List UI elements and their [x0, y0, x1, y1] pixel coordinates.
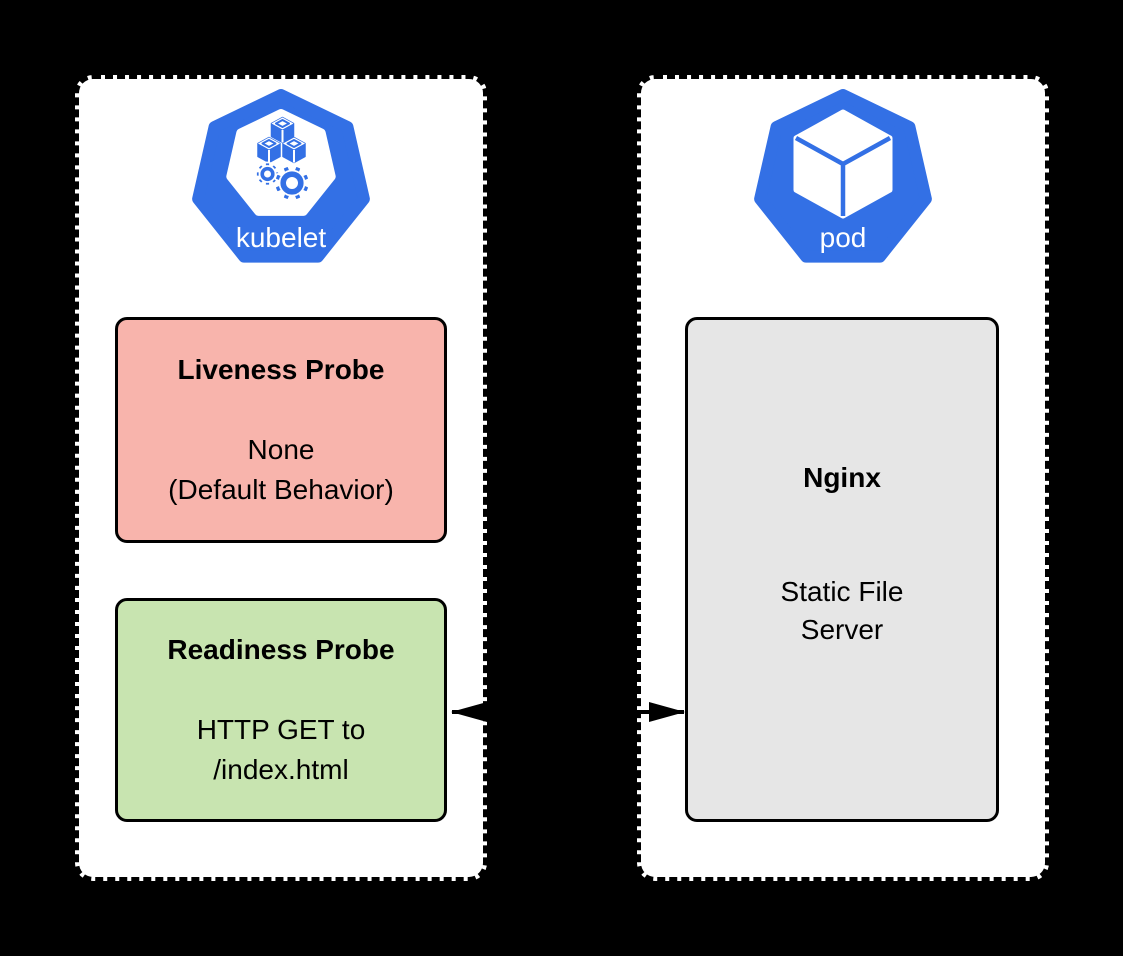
kubelet-panel: kubelet Liveness Probe None (Default Beh… — [75, 75, 487, 881]
spacer — [781, 497, 904, 535]
nginx-line: Server — [800, 613, 884, 645]
pod-cube-icon — [793, 109, 893, 219]
nginx-title: Nginx — [803, 461, 881, 493]
readiness-probe-line: /index.html — [213, 754, 349, 785]
readiness-probe-title: Readiness Probe — [167, 634, 395, 665]
liveness-probe-line: (Default Behavior) — [168, 474, 394, 505]
pod-icon: pod — [754, 89, 932, 263]
pod-icon-label: pod — [820, 222, 867, 253]
gear-icon — [274, 165, 310, 201]
spacer — [781, 535, 904, 573]
liveness-probe-title: Liveness Probe — [177, 354, 385, 385]
spacer — [167, 670, 394, 710]
cube-icon — [270, 116, 295, 144]
liveness-probe-line: None — [247, 434, 315, 465]
pod-panel: pod Nginx Static File Server — [637, 75, 1049, 881]
nginx-container-box: Nginx Static File Server — [685, 317, 999, 822]
kubelet-icon-label: kubelet — [236, 222, 327, 253]
nginx-line: Static File — [780, 575, 904, 607]
cube-icon — [257, 136, 281, 164]
readiness-probe-line: HTTP GET to — [196, 714, 366, 745]
nginx-container-text: Nginx Static File Server — [781, 459, 904, 649]
spacer — [168, 390, 394, 430]
kubelet-icon: kubelet — [192, 89, 370, 263]
cube-icon — [282, 136, 306, 164]
readiness-probe-text: Readiness Probe HTTP GET to /index.html — [167, 630, 394, 790]
readiness-probe-box: Readiness Probe HTTP GET to /index.html — [115, 598, 447, 822]
liveness-probe-box: Liveness Probe None (Default Behavior) — [115, 317, 447, 543]
liveness-probe-text: Liveness Probe None (Default Behavior) — [168, 350, 394, 510]
gear-icon — [255, 161, 280, 187]
